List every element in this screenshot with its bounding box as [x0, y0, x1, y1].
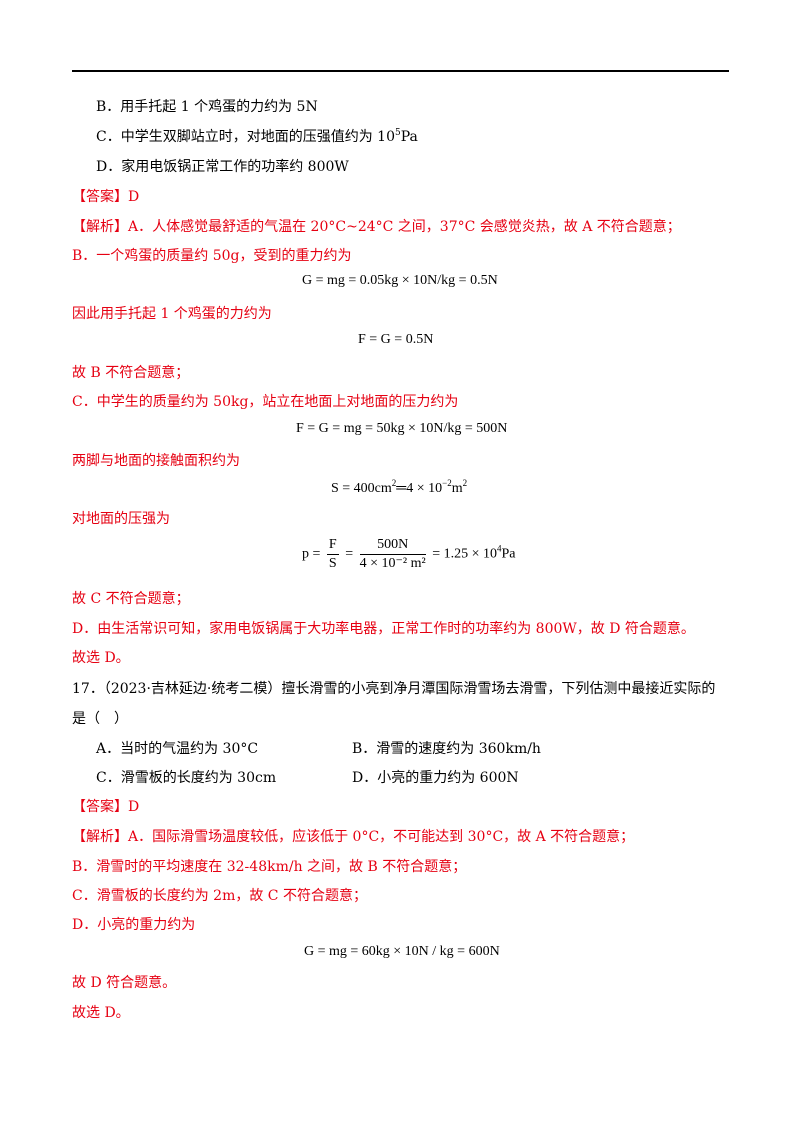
- q17-stem-line2: 是（ ）: [72, 711, 128, 727]
- q17-analysis-c: C．滑雪板的长度约为 2m，故 C 不符合题意；: [72, 888, 367, 904]
- q16-analysis-b1: B．一个鸡蛋的质量约 50g，受到的重力约为: [72, 248, 352, 264]
- q16-option-b: B．用手托起 1 个鸡蛋的力约为 5N: [96, 99, 318, 115]
- header-rule: [72, 70, 729, 72]
- q16-equation-b2: F = G = 0.5N: [358, 332, 434, 347]
- q16-analysis-b3: 故 B 不符合题意；: [72, 365, 190, 381]
- q16-analysis-a: 【解析】A．人体感觉最舒适的气温在 20°C~24°C 之间，37°C 会感觉炎…: [72, 219, 681, 235]
- q16-analysis-c1: C．中学生的质量约为 50kg，站立在地面上对地面的压力约为: [72, 394, 459, 410]
- q16-analysis-b2: 因此用手托起 1 个鸡蛋的力约为: [72, 306, 272, 322]
- q16-answer: 【答案】D: [72, 189, 140, 205]
- q17-option-d: D．小亮的重力约为 600N: [352, 770, 519, 786]
- q17-option-b: B．滑雪的速度约为 360km/h: [352, 741, 541, 757]
- q16-final: 故选 D。: [72, 650, 130, 666]
- q16-analysis-c2: 两脚与地面的接触面积约为: [72, 453, 240, 469]
- q17-final: 故选 D。: [72, 1005, 130, 1021]
- q17-analysis-d1: D．小亮的重力约为: [72, 917, 196, 933]
- q17-equation-d: G = mg = 60kg × 10N / kg = 600N: [304, 944, 500, 959]
- q17-option-c: C．滑雪板的长度约为 30cm: [96, 770, 277, 786]
- q17-stem-line1: 17．（2023·吉林延边·统考二模）擅长滑雪的小亮到净月潭国际滑雪场去滑雪，下…: [72, 681, 716, 697]
- q16-equation-c2: S = 400cm2═4 × 10−2m2: [331, 478, 468, 497]
- q17-answer: 【答案】D: [72, 799, 140, 815]
- q16-option-c: C．中学生双脚站立时，对地面的压强值约为 105Pa: [96, 128, 418, 146]
- q16-equation-b1: G = mg = 0.05kg × 10N/kg = 0.5N: [302, 273, 498, 288]
- q17-analysis-a: 【解析】A．国际滑雪场温度较低，应该低于 0°C，不可能达到 30°C，故 A …: [72, 829, 635, 845]
- q16-analysis-c3: 对地面的压强为: [72, 511, 170, 527]
- q17-option-a: A．当时的气温约为 30°C: [96, 741, 259, 757]
- q16-option-d: D．家用电饭锅正常工作的功率约 800W: [96, 159, 349, 175]
- q16-analysis-c4: 故 C 不符合题意；: [72, 591, 190, 607]
- q16-analysis-d: D．由生活常识可知，家用电饭锅属于大功率电器，正常工作时的功率约为 800W，故…: [72, 621, 695, 637]
- q17-analysis-b: B．滑雪时的平均速度在 32-48km/h 之间，故 B 不符合题意；: [72, 859, 467, 875]
- q17-analysis-d2: 故 D 符合题意。: [72, 975, 177, 991]
- q16-equation-c1: F = G = mg = 50kg × 10N/kg = 500N: [296, 421, 508, 436]
